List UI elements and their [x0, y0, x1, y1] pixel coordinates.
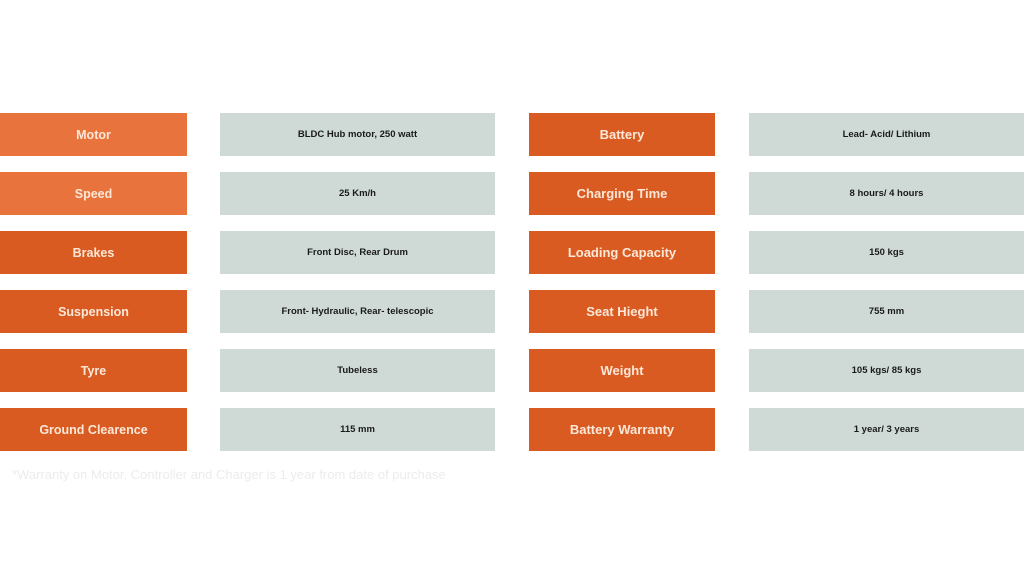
spec-value: Tubeless	[220, 349, 495, 392]
spec-row-brakes: Brakes Front Disc, Rear Drum Loading Cap…	[0, 231, 1024, 274]
spec-value: Front Disc, Rear Drum	[220, 231, 495, 274]
spec-row-ground-clearence: Ground Clearence 115 mm Battery Warranty…	[0, 408, 1024, 451]
spec-value: 1 year/ 3 years	[749, 408, 1024, 451]
spec-row-tyre: Tyre Tubeless Weight 105 kgs/ 85 kgs	[0, 349, 1024, 392]
spec-row-motor: Motor BLDC Hub motor, 250 watt Battery L…	[0, 113, 1024, 156]
spec-value: 115 mm	[220, 408, 495, 451]
spec-label: Suspension	[0, 290, 187, 333]
spec-label: Brakes	[0, 231, 187, 274]
spec-value: Lead- Acid/ Lithium	[749, 113, 1024, 156]
spec-value: 8 hours/ 4 hours	[749, 172, 1024, 215]
warranty-footnote: *Warranty on Motor, Controller and Charg…	[12, 467, 446, 482]
spec-value: Front- Hydraulic, Rear- telescopic	[220, 290, 495, 333]
spec-label: Seat Hieght	[529, 290, 715, 333]
spec-row-suspension: Suspension Front- Hydraulic, Rear- teles…	[0, 290, 1024, 333]
spec-value: 25 Km/h	[220, 172, 495, 215]
spec-label: Ground Clearence	[0, 408, 187, 451]
spec-value: BLDC Hub motor, 250 watt	[220, 113, 495, 156]
spec-label: Tyre	[0, 349, 187, 392]
spec-label: Motor	[0, 113, 187, 156]
spec-value: 150 kgs	[749, 231, 1024, 274]
spec-value: 755 mm	[749, 290, 1024, 333]
spec-label: Loading Capacity	[529, 231, 715, 274]
spec-label: Weight	[529, 349, 715, 392]
spec-label: Battery	[529, 113, 715, 156]
spec-label: Battery Warranty	[529, 408, 715, 451]
spec-value: 105 kgs/ 85 kgs	[749, 349, 1024, 392]
spec-label: Charging Time	[529, 172, 715, 215]
spec-label: Speed	[0, 172, 187, 215]
spec-row-speed: Speed 25 Km/h Charging Time 8 hours/ 4 h…	[0, 172, 1024, 215]
